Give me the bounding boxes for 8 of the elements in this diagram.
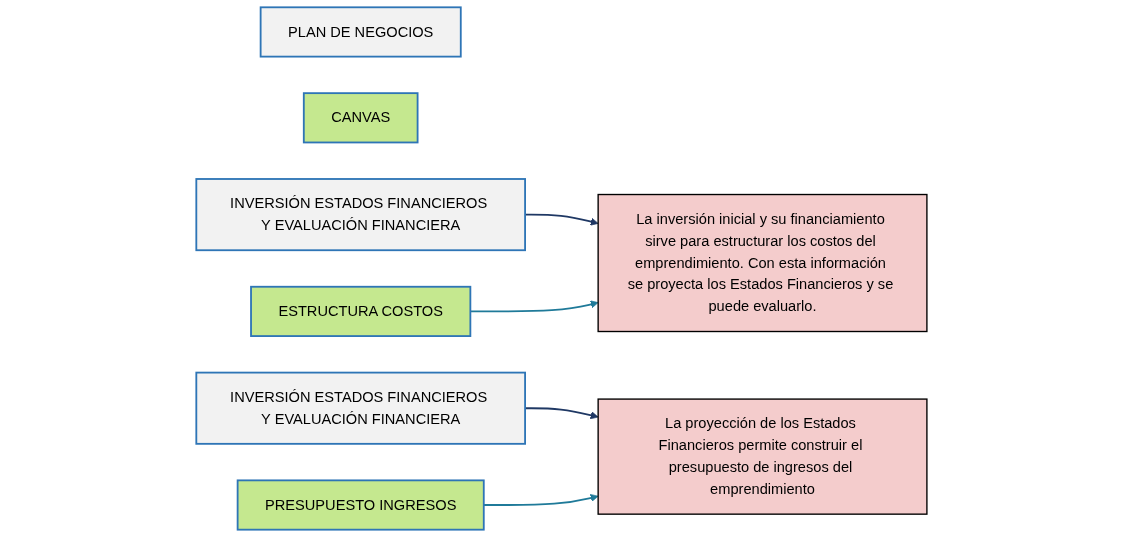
node-box: INVERSIÓN ESTADOS FINANCIEROS Y EVALUACIÓN FINANCIERA xyxy=(195,178,527,252)
node-box: INVERSIÓN ESTADOS FINANCIEROS Y EVALUACIÓN FINANCIERA xyxy=(195,371,527,445)
node-box: ESTRUCTURA COSTOS xyxy=(250,285,472,337)
node-box: PRESUPUESTO INGRESOS xyxy=(237,479,486,531)
node-box: La proyección de los Estados Financieros permite construir el presupuesto de ingresos del emprendimiento xyxy=(597,398,928,515)
node-box: La inversión inicial y su financiamiento sirve para estructurar los costos del emprendimiento. Con esta información se proyecta los Estados Financieros y se puede evaluarlo. xyxy=(597,193,928,333)
node-box: CANVAS xyxy=(303,92,419,144)
node-box: PLAN DE NEGOCIOS xyxy=(260,6,463,58)
